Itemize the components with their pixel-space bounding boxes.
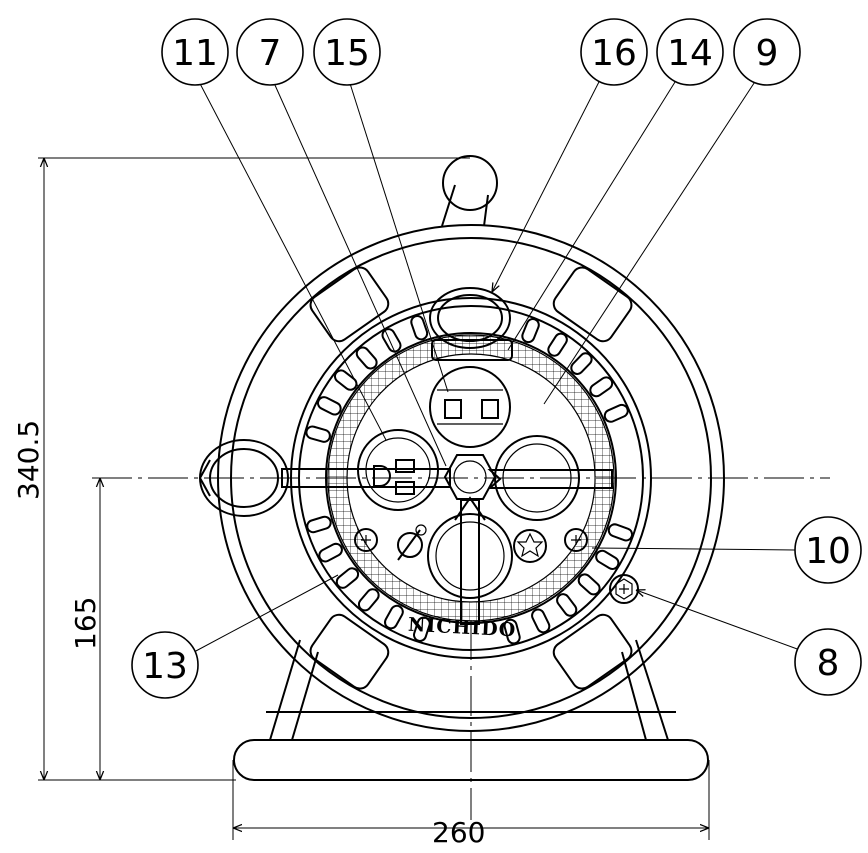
cord-slots [305, 314, 634, 645]
brand-label: NICHIDO [408, 614, 517, 642]
hub [198, 287, 639, 625]
cord-slot [306, 515, 332, 534]
callout-label: 9 [756, 33, 779, 74]
spoke-window [552, 266, 633, 343]
callout-11: 11 [161, 18, 229, 86]
cord-slot [603, 403, 629, 423]
leader-lines [193, 73, 801, 653]
carry-handle [441, 155, 498, 227]
callout-label: 16 [591, 33, 637, 74]
cord-slot [316, 396, 342, 416]
spoke-windows [309, 266, 633, 690]
cord-slot [531, 608, 551, 634]
spoke-window [309, 613, 390, 690]
cord-slot [357, 588, 380, 612]
dimension-lines [38, 157, 710, 840]
cord-slot [556, 593, 578, 617]
spoke-window [552, 613, 633, 690]
cord-slot [305, 425, 331, 443]
center-lines [92, 477, 830, 820]
callout-10: 10 [794, 516, 862, 584]
callout-label: 15 [324, 33, 370, 74]
cord-slot [589, 376, 614, 398]
cord-slot [384, 604, 404, 630]
cord-slot [547, 332, 568, 357]
faceplate-grip-ring [327, 334, 615, 622]
callout-label: 10 [805, 531, 851, 572]
callout-9: 9 [733, 18, 801, 86]
dimension-height-total: 340.5 [12, 420, 45, 500]
cord-slot [577, 573, 601, 596]
cord-slot [410, 314, 429, 341]
cord-slot [335, 567, 360, 589]
callout-label: 11 [172, 33, 218, 74]
callout-label: 8 [817, 643, 840, 684]
cord-slot [318, 542, 343, 563]
callout-7: 7 [236, 18, 304, 86]
cord-slot [607, 523, 634, 542]
cord-slot [570, 352, 593, 375]
dimension-width-base: 260 [432, 816, 485, 849]
cord-slot [521, 318, 540, 344]
callout-15: 15 [313, 18, 381, 86]
cord-slot [381, 328, 402, 353]
callout-13: 13 [131, 631, 199, 699]
cord-slot [355, 346, 378, 370]
callout-label: 7 [259, 33, 282, 74]
callout-label: 13 [142, 646, 188, 687]
dimension-height-center: 165 [69, 597, 102, 650]
callout-8: 8 [794, 628, 862, 696]
cord-slot [413, 616, 431, 642]
callout-14: 14 [656, 18, 724, 86]
cord-slot [333, 369, 358, 391]
cord-slot [503, 618, 521, 645]
cord-slot [595, 549, 620, 570]
callout-label: 14 [667, 33, 713, 74]
callout-16: 16 [580, 18, 648, 86]
spoke-window [309, 266, 390, 343]
